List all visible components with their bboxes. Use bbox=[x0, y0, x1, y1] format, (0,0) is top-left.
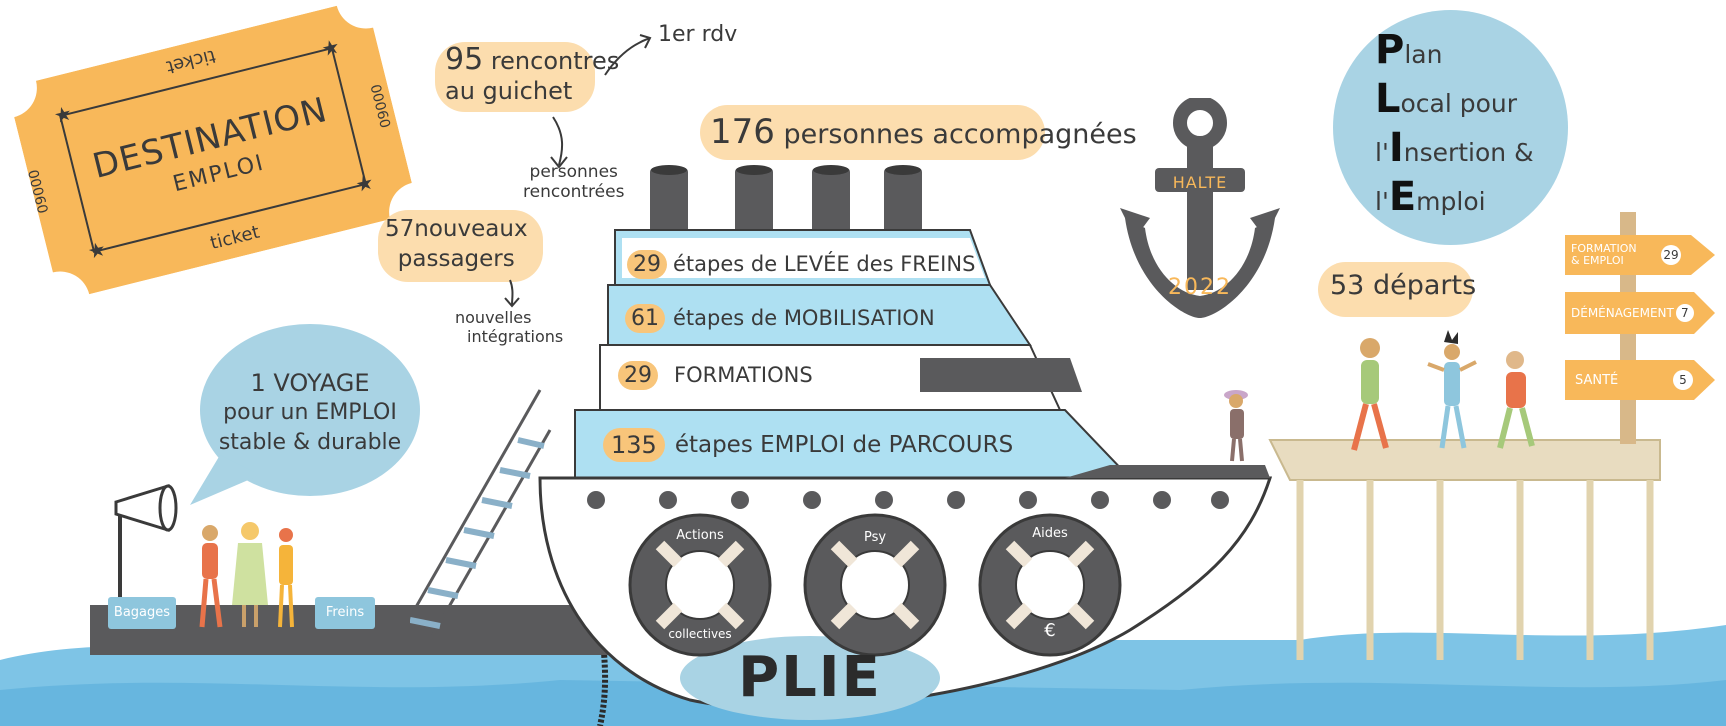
speech-bubble: 1 VOYAGE pour un EMPLOI stable & durable bbox=[195, 368, 425, 458]
ticket: ★ ★ ★ ★ ticket ticket 00060 00060 DESTIN… bbox=[7, 0, 419, 301]
lifebuoys bbox=[628, 513, 1122, 657]
passagers-text-2: passagers bbox=[397, 246, 515, 272]
personnes-line-2: rencontrées bbox=[523, 182, 625, 202]
guichet-number: 95 bbox=[445, 42, 484, 77]
svg-text:★: ★ bbox=[85, 236, 108, 264]
accompagnees-number: 176 bbox=[710, 112, 775, 152]
anchor-icon bbox=[1120, 98, 1280, 318]
acronym-line-4: l'Emploi bbox=[1375, 175, 1534, 224]
ship-name: PLIE bbox=[738, 645, 882, 710]
acronym-letter-p: P bbox=[1375, 27, 1405, 73]
bubble-line-2: pour un EMPLOI bbox=[223, 400, 397, 425]
luggage-bagages: Bagages bbox=[108, 597, 176, 629]
sign-2-label: DÉMÉNAGEMENT bbox=[1571, 306, 1674, 320]
arrow-down-icon bbox=[504, 279, 520, 308]
speech-bubble-shape bbox=[190, 324, 420, 505]
nouvelles-note: nouvelles intégrations bbox=[455, 308, 563, 346]
accompagnees-text: personnes accompagnées bbox=[783, 119, 1137, 150]
acronym-line-4-prefix: l' bbox=[1375, 187, 1389, 216]
deck-1-number: 29 bbox=[627, 249, 667, 279]
deck-3-number: 29 bbox=[618, 360, 658, 390]
lifebuoy-3-bottom: € bbox=[1044, 620, 1056, 641]
passagers-text-1: nouveaux bbox=[414, 216, 528, 242]
deck-3: 29 FORMATIONS bbox=[618, 353, 813, 397]
acronym-line-3-rest: nsertion & bbox=[1403, 138, 1534, 167]
departs-text: départs bbox=[1372, 270, 1477, 301]
signpost-sign-2: DÉMÉNAGEMENT 7 bbox=[1565, 292, 1715, 334]
deck-2-text: étapes de MOBILISATION bbox=[673, 306, 935, 330]
deck-2-number: 61 bbox=[625, 303, 665, 333]
departs-highlight bbox=[1318, 262, 1473, 317]
deck-1: 29 étapes de LEVÉE des FREINS bbox=[627, 244, 975, 284]
guichet-highlight bbox=[435, 42, 595, 112]
lifebuoy-1-top: Actions bbox=[676, 528, 724, 543]
deck-2: 61 étapes de MOBILISATION bbox=[625, 298, 935, 338]
ticket-shape: ★ ★ ★ ★ bbox=[14, 5, 412, 295]
signpost-sign-1: FORMATION & EMPLOI 29 bbox=[1565, 235, 1715, 275]
guichet-text-2: au guichet bbox=[445, 77, 573, 105]
svg-text:★: ★ bbox=[353, 170, 376, 198]
pier bbox=[1268, 439, 1661, 660]
acronym-line-2: Local pour bbox=[1375, 77, 1534, 126]
acronym-letter-e: E bbox=[1388, 174, 1417, 220]
bubble-line-3: stable & durable bbox=[218, 430, 402, 455]
arrow-icon bbox=[604, 34, 652, 76]
acronym-letter-i: I bbox=[1388, 125, 1404, 171]
acronym-line-1: Plan bbox=[1375, 28, 1534, 77]
departs-number: 53 bbox=[1330, 270, 1365, 301]
anchor-label: HALTE bbox=[1172, 173, 1228, 192]
deck-4-text: étapes EMPLOI de PARCOURS bbox=[674, 432, 1014, 458]
svg-text:★: ★ bbox=[51, 100, 74, 128]
accompagnees-annotation: 176 personnes accompagnées bbox=[710, 112, 1137, 152]
guichet-annotation: 95 rencontres au guichet bbox=[445, 45, 619, 106]
deck-1-text: étapes de LEVÉE des FREINS bbox=[673, 252, 976, 276]
sign-1-label: FORMATION & EMPLOI bbox=[1571, 242, 1637, 267]
passagers-number: 57 bbox=[385, 216, 415, 242]
sign-1-count: 29 bbox=[1661, 245, 1681, 265]
sign-2-count: 7 bbox=[1675, 304, 1694, 322]
acronym-line-2-rest: ocal pour bbox=[1400, 89, 1518, 118]
acronym-line-3: l'Insertion & bbox=[1375, 126, 1534, 175]
acronym-line-3-prefix: l' bbox=[1375, 138, 1389, 167]
bubble-line-1: 1 VOYAGE bbox=[250, 369, 370, 397]
acronym-line-4-rest: mploi bbox=[1416, 187, 1486, 216]
deck-4: 135 étapes EMPLOI de PARCOURS bbox=[603, 422, 1013, 468]
sign-3-label: SANTÉ bbox=[1575, 372, 1619, 388]
sign-3-count: 5 bbox=[1673, 370, 1693, 390]
arrow-down-icon bbox=[550, 116, 568, 169]
plie-acronym-circle bbox=[1333, 10, 1568, 245]
departs-annotation: 53 départs bbox=[1330, 270, 1476, 301]
bow-figure bbox=[1224, 390, 1248, 462]
luggage-freins: Freins bbox=[315, 597, 375, 629]
deck-3-text: FORMATIONS bbox=[674, 363, 813, 387]
deck-4-number: 135 bbox=[603, 428, 665, 462]
passagers-annotation: 57nouveaux passagers bbox=[385, 214, 528, 274]
anchor-year: 2022 bbox=[1168, 275, 1232, 300]
departing-figures bbox=[1351, 330, 1535, 451]
nouvelles-line-2: intégrations bbox=[467, 327, 564, 346]
signpost-sign-3: SANTÉ 5 bbox=[1565, 360, 1715, 400]
plie-acronym: Plan Local pour l'Insertion & l'Emploi bbox=[1375, 28, 1534, 224]
accompagnees-highlight bbox=[700, 105, 1045, 160]
svg-text:★: ★ bbox=[319, 34, 342, 62]
passagers-highlight bbox=[378, 210, 543, 282]
lifebuoy-3-top: Aides bbox=[1032, 526, 1068, 541]
nouvelles-line-1: nouvelles bbox=[455, 308, 532, 327]
acronym-letter-l: L bbox=[1375, 76, 1401, 122]
personnes-line-1: personnes bbox=[529, 162, 618, 182]
personnes-note: personnes rencontrées bbox=[523, 162, 624, 202]
megaphone-icon bbox=[114, 483, 178, 606]
lifebuoy-1-bottom: collectives bbox=[668, 627, 732, 641]
guichet-text-1: rencontres bbox=[490, 47, 620, 75]
passengers-figures bbox=[199, 522, 294, 628]
lifebuoy-2-top: Psy bbox=[863, 530, 887, 545]
acronym-line-1-rest: lan bbox=[1404, 40, 1443, 69]
first-rdv-note: 1er rdv bbox=[658, 22, 738, 47]
